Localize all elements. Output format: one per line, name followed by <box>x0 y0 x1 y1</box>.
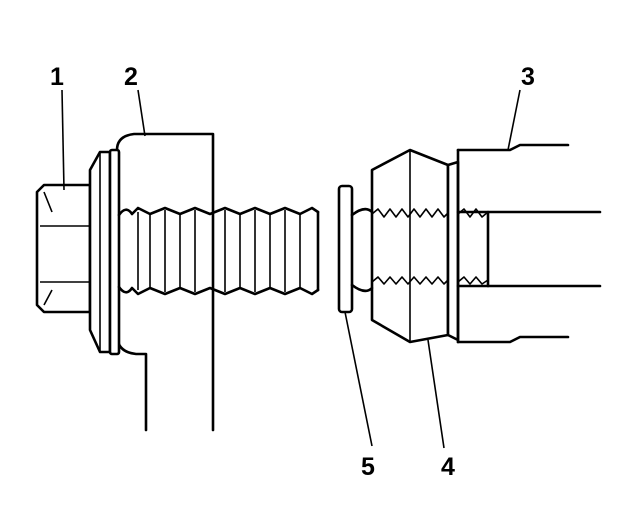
callout-2: 2 <box>124 63 138 91</box>
bolt-threaded-shank <box>117 206 320 296</box>
thin-washer <box>337 184 354 314</box>
receiving-part <box>446 143 602 344</box>
callout-5: 5 <box>361 453 375 481</box>
thread-root-lines <box>137 210 301 292</box>
callout-3: 3 <box>521 63 535 91</box>
callout-4: 4 <box>441 453 455 481</box>
leader-lines <box>61 89 521 449</box>
nut <box>350 148 450 344</box>
hex-bolt <box>35 148 121 356</box>
callout-1: 1 <box>50 63 64 91</box>
